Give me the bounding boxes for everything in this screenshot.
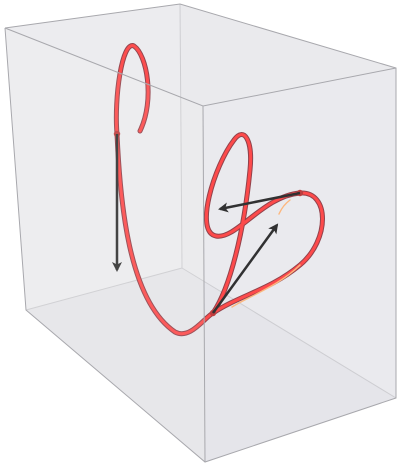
box-floor <box>26 268 396 462</box>
curve-group <box>113 43 325 337</box>
box-top-face <box>5 4 396 106</box>
box-outline <box>4 3 397 463</box>
space-curve <box>114 44 324 336</box>
box-front-wall-right <box>203 68 396 462</box>
bounding-box-front <box>4 3 397 463</box>
box-front-wall-left <box>5 28 205 462</box>
vector-arrow-2 <box>211 223 279 314</box>
vector-arrows <box>112 134 301 314</box>
box-edge-back-floor-right <box>181 267 397 399</box>
box-front-vertical-edge <box>202 105 206 463</box>
box-edge-back-vertical <box>179 3 183 269</box>
vector-arrow-3 <box>218 191 301 213</box>
box-edge-back-floor-left <box>25 267 183 311</box>
space-curve-highlight <box>231 199 301 308</box>
